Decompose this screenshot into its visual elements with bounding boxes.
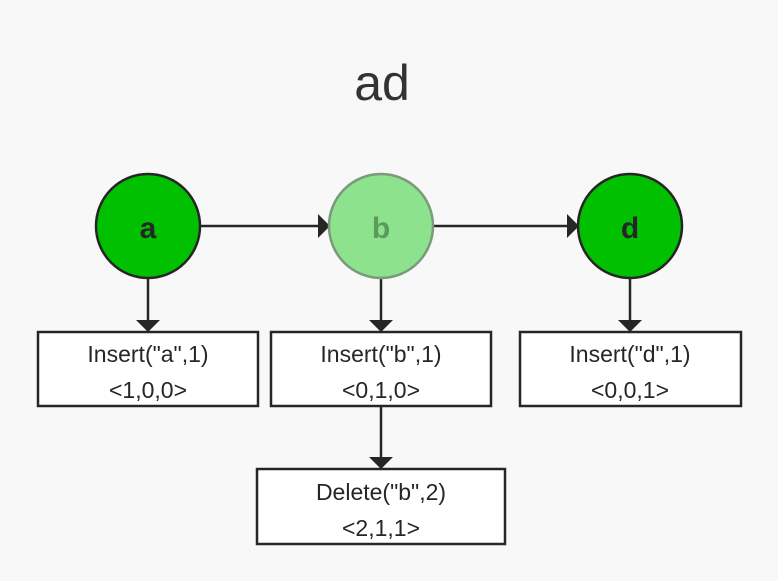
op-box-insert-a-rect (36, 330, 260, 408)
node-a-circle (94, 172, 202, 280)
op-box-insert-d-rect (518, 330, 743, 408)
node-d[interactable]: d (576, 172, 684, 280)
op-box-insert-d[interactable]: Insert("d",1) <0,0,1> (518, 330, 743, 408)
node-a[interactable]: a (94, 172, 202, 280)
op-box-delete-b[interactable]: Delete("b",2) <2,1,1> (255, 467, 507, 546)
op-box-insert-b[interactable]: Insert("b",1) <0,1,0> (269, 330, 493, 408)
node-d-label: d (621, 212, 639, 245)
node-b-label: b (372, 212, 390, 245)
op-delete-b-vector: <2,1,1> (342, 515, 420, 541)
op-insert-a-vector: <1,0,0> (109, 377, 187, 403)
node-b-circle (327, 172, 435, 280)
node-d-circle (576, 172, 684, 280)
op-insert-b-text: Insert("b",1) (320, 341, 441, 367)
op-insert-a-text: Insert("a",1) (87, 341, 208, 367)
op-insert-b-vector: <0,1,0> (342, 377, 420, 403)
diagram-title: ad (354, 55, 410, 111)
op-box-delete-b-rect (255, 467, 507, 546)
op-insert-d-vector: <0,0,1> (591, 377, 669, 403)
node-a-label: a (140, 212, 157, 245)
op-box-insert-a[interactable]: Insert("a",1) <1,0,0> (36, 330, 260, 408)
op-insert-d-text: Insert("d",1) (569, 341, 690, 367)
op-box-insert-b-rect (269, 330, 493, 408)
node-b[interactable]: b (327, 172, 435, 280)
op-delete-b-text: Delete("b",2) (316, 479, 446, 505)
